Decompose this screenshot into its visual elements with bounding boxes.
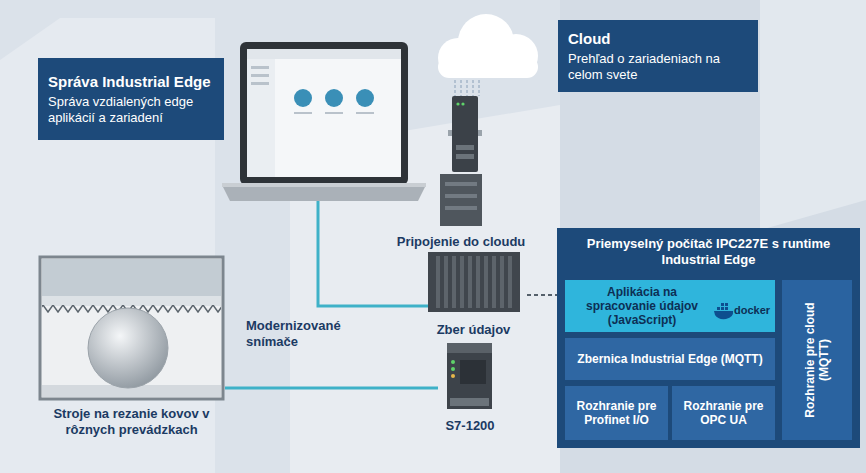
node-text: Správa Industrial Edge	[48, 73, 214, 91]
module	[440, 174, 482, 226]
node-text: Rozhranie pre OPC UA	[678, 399, 769, 427]
industrial-pc	[428, 252, 520, 312]
screen-line	[294, 112, 312, 114]
led	[451, 360, 455, 364]
ipc-fins	[432, 256, 516, 308]
logo-text: docker	[734, 304, 774, 317]
screen-bar	[247, 49, 401, 59]
led	[456, 102, 459, 105]
led	[451, 367, 455, 371]
logo-block	[725, 307, 728, 310]
device-node: Zber údajov	[420, 250, 527, 340]
cloud-data-stream	[455, 80, 479, 96]
node-text: S7-1200	[445, 418, 494, 434]
stream-line	[479, 80, 480, 96]
node-text: Zber údajov	[437, 322, 511, 338]
node-text: Rozhranie pre cloud (MQTT)	[803, 287, 831, 433]
interface-box: Rozhranie pre Profinet I/O	[565, 386, 668, 440]
plc-terminals	[450, 398, 489, 406]
node-text: Aplikácia na spracovanie údajov (JavaScr…	[571, 285, 713, 327]
screen-icon	[325, 89, 343, 107]
module-line	[445, 182, 477, 186]
port	[456, 154, 474, 159]
info-box: Správa Industrial EdgeSpráva vzdialených…	[38, 58, 224, 140]
screen-line	[251, 74, 269, 77]
laptop-base	[222, 185, 426, 201]
laptop-screen	[247, 49, 401, 177]
screen-line	[251, 82, 269, 85]
bus-box: Zbernica Industrial Edge (MQTT)	[565, 338, 775, 380]
runtime-panel: Priemyselný počítač IPC227E s runtime In…	[557, 228, 860, 448]
device-node: S7-1200	[438, 340, 502, 436]
node-text: Zbernica Industrial Edge (MQTT)	[577, 352, 762, 366]
saw-blade	[42, 296, 221, 306]
metal-bar	[88, 308, 168, 388]
logo-whale	[714, 311, 733, 319]
building	[760, 0, 866, 230]
cloud	[438, 14, 538, 78]
network-wire	[318, 201, 428, 306]
building	[0, 18, 215, 473]
node-text: Rozhranie pre Profinet I/O	[571, 399, 662, 427]
machine-frame	[40, 257, 223, 399]
laptop	[222, 42, 426, 201]
screen-line	[356, 112, 374, 114]
plc-body	[447, 343, 492, 409]
led	[461, 102, 464, 105]
interface-box: Rozhranie pre cloud (MQTT)	[782, 280, 852, 440]
machine-node: Stroje na rezanie kovov v rôznych prevád…	[38, 255, 225, 440]
info-box: CloudPrehľad o zariadeniach na celom sve…	[558, 20, 758, 92]
logo-block	[717, 307, 720, 310]
screen-line	[325, 112, 343, 114]
stream-line	[455, 80, 456, 96]
connector	[527, 294, 557, 296]
interface-box: Rozhranie pre OPC UA	[672, 386, 775, 440]
router	[440, 96, 482, 226]
screen-icon	[294, 89, 312, 107]
machine-head	[42, 259, 221, 296]
stream-line	[473, 80, 474, 96]
stream-line	[461, 80, 462, 96]
plc-panel	[460, 360, 486, 384]
led	[451, 374, 455, 378]
plc	[447, 343, 492, 409]
logo-block	[725, 303, 728, 306]
laptop-frame	[240, 42, 408, 185]
ipc-body	[428, 252, 520, 312]
device-node: Pripojenie do cloudu	[386, 90, 536, 252]
node-text: Stroje na rezanie kovov v rôznych prevád…	[38, 406, 225, 438]
laptop-hinge	[222, 183, 426, 187]
docker-logo	[714, 303, 733, 319]
screen-icon	[356, 89, 374, 107]
plc-terminals	[447, 343, 492, 353]
module-line	[445, 206, 477, 210]
module-line	[445, 194, 477, 198]
router-body	[452, 96, 478, 172]
connector	[225, 387, 438, 390]
node-text: Cloud	[568, 30, 748, 48]
node-text: Správa vzdialených edge aplikácií a zari…	[48, 94, 214, 126]
logo-block	[721, 307, 724, 310]
port	[456, 145, 474, 150]
node-text: Pripojenie do cloudu	[397, 234, 526, 250]
metal-saw	[40, 257, 223, 399]
node-text: Prehľad o zariadeniach na celom svete	[568, 51, 748, 83]
node-text: Priemyselný počítač IPC227E s runtime In…	[584, 236, 834, 268]
cloud-part	[438, 56, 538, 78]
screen-line	[251, 66, 269, 69]
screen-sidebar	[247, 59, 275, 177]
sensor-label: Modernizované snímače	[246, 318, 358, 350]
logo-block	[721, 303, 724, 306]
stream-line	[467, 80, 468, 96]
